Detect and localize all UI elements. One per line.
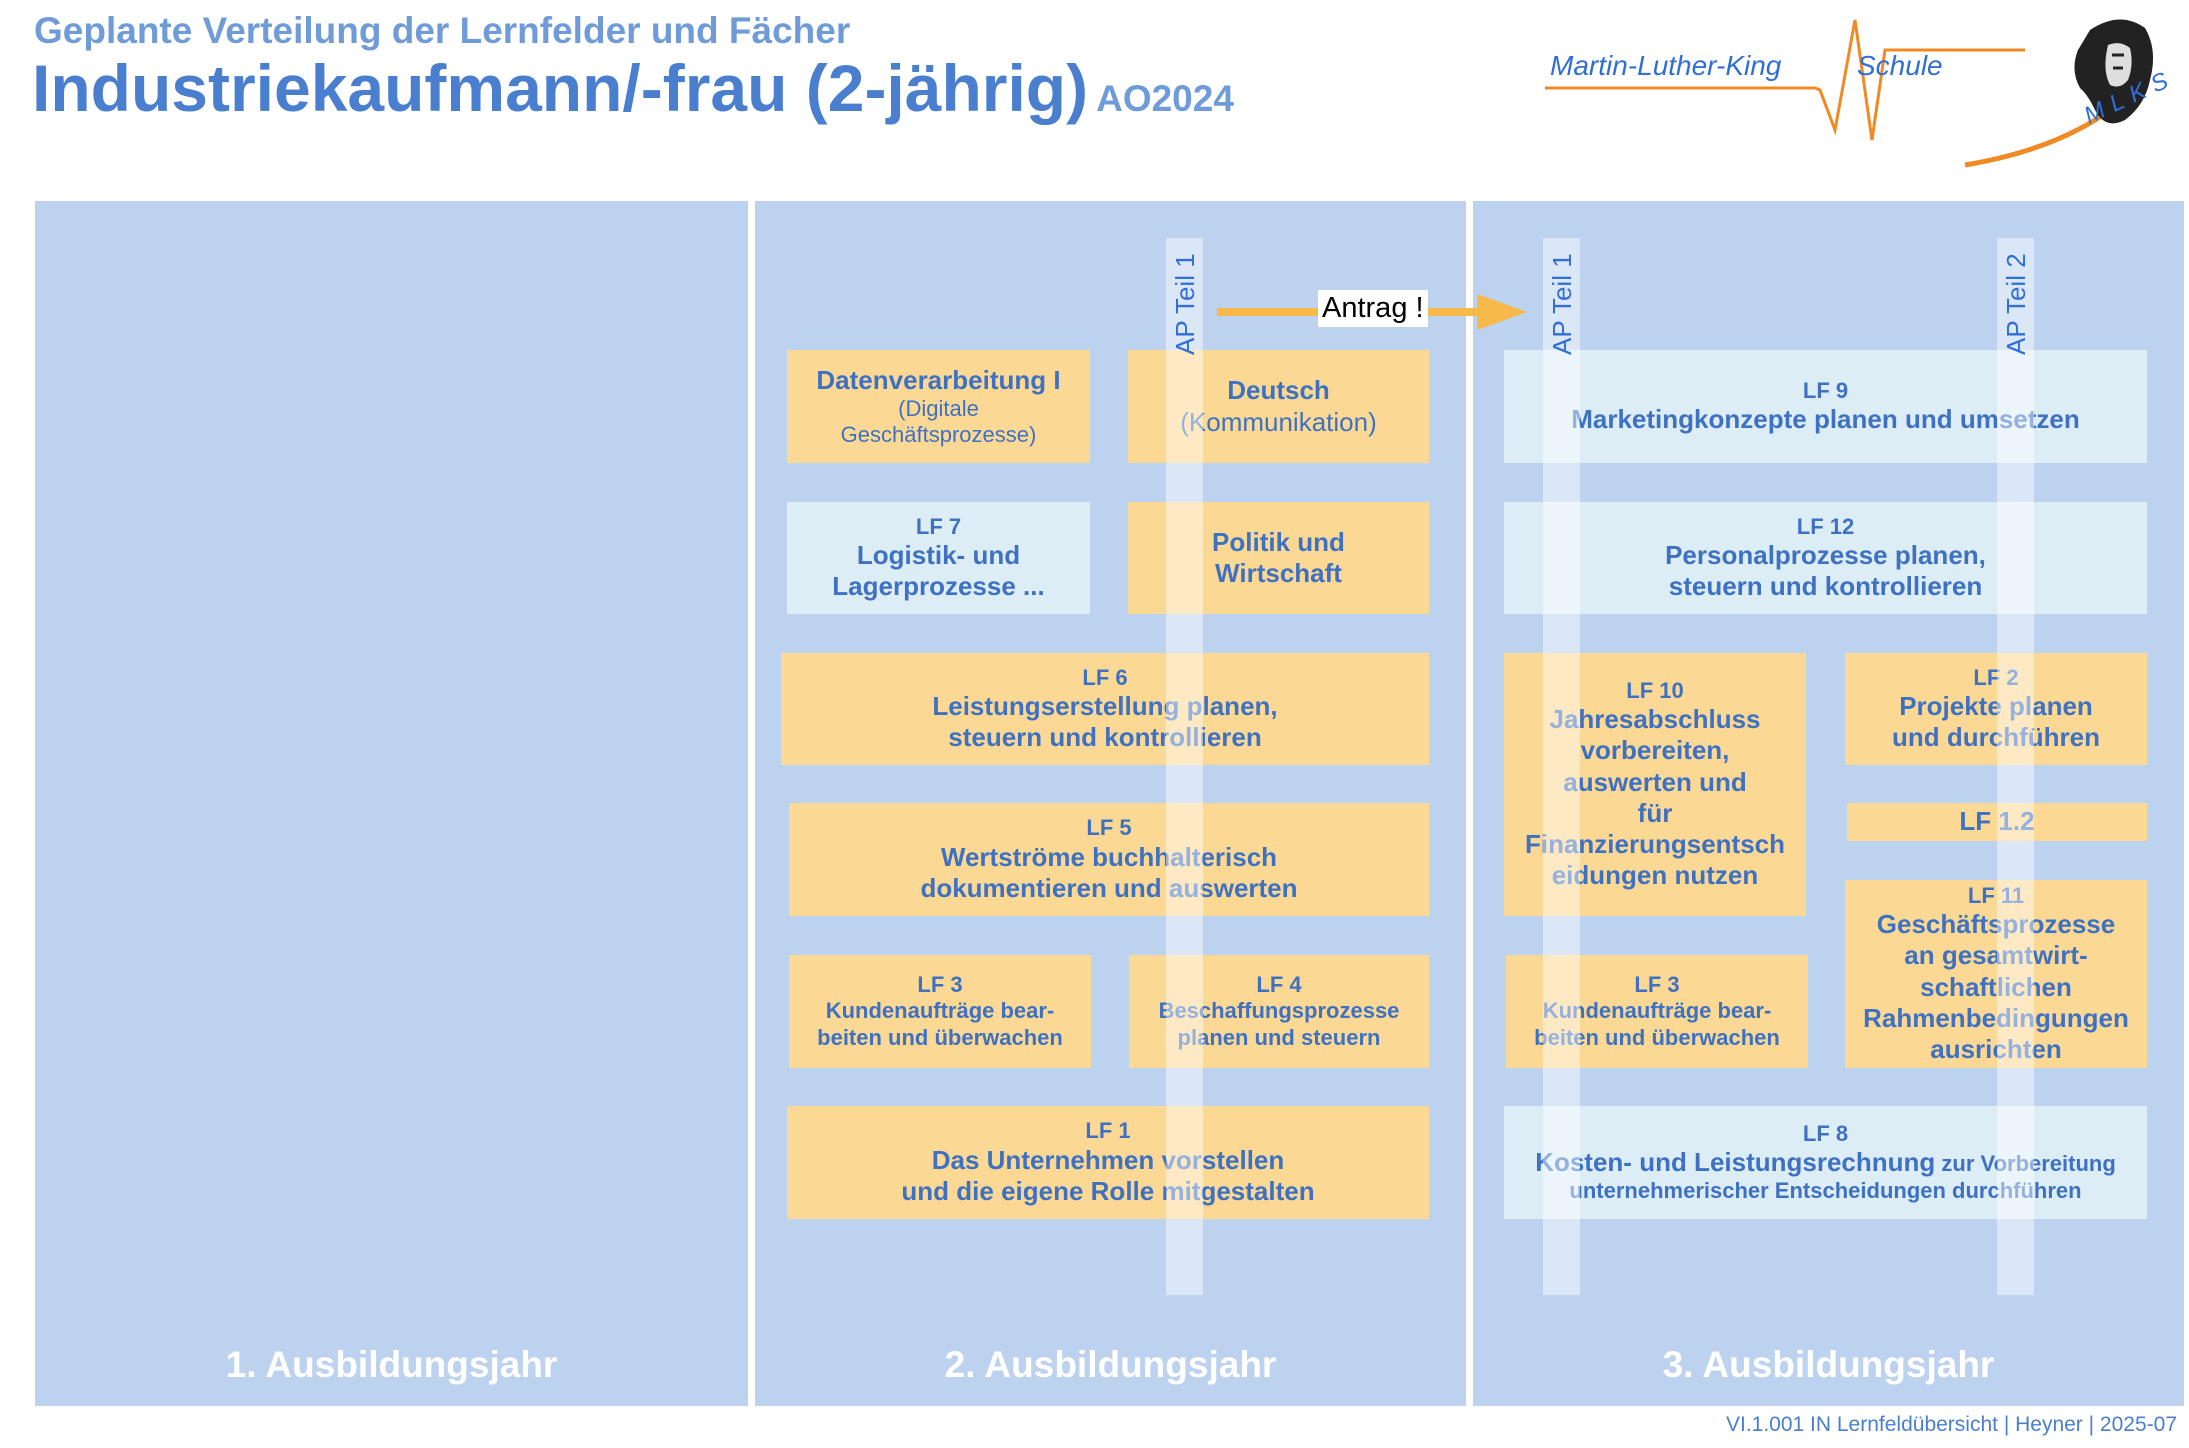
ao-version: AO2024 xyxy=(1096,78,1234,119)
box-line: Politik und xyxy=(1212,526,1345,557)
box-datenverarbeitung: Datenverarbeitung I (Digitale Geschäftsp… xyxy=(787,350,1090,463)
portrait-silhouette-icon xyxy=(2074,19,2154,124)
ap-teil2-strip-year3 xyxy=(1997,238,2034,1295)
logo-left-text: Martin-Luther-King xyxy=(1550,50,1782,81)
box-line: steuern und kontrollieren xyxy=(1668,571,1983,602)
ap-teil1-label: AP Teil 1 xyxy=(1170,253,1200,355)
lf-number: LF 6 xyxy=(1082,664,1128,690)
box-line: steuern und kontrollieren xyxy=(948,722,1262,753)
lf-number: LF 9 xyxy=(1802,377,1849,403)
box-line: Leistungserstellung planen, xyxy=(932,691,1278,721)
lf-number: LF 8 xyxy=(1802,1120,1849,1146)
box-lf3-year3: LF 3 Kundenaufträge bear- beiten und übe… xyxy=(1506,955,1808,1068)
box-line: und die eigene Rolle mitgestalten xyxy=(901,1175,1315,1206)
lf-number: LF 3 xyxy=(1634,971,1680,997)
antrag-label: Antrag ! xyxy=(1318,290,1428,327)
box-line: eidungen nutzen xyxy=(1551,860,1759,891)
ap-teil1-strip-year2 xyxy=(1166,238,1203,1295)
lf-number: LF 11 xyxy=(1967,882,2025,908)
lf-number: LF 1 xyxy=(1085,1118,1131,1144)
box-lf7: LF 7 Logistik- und Lagerprozesse ... xyxy=(787,502,1090,614)
box-line-sub: zur Vorbereitung xyxy=(1935,1150,2116,1176)
box-lf8: LF 8 Kosten- und Leistungsrechnung zur V… xyxy=(1504,1106,2147,1219)
ap-teil1-label: AP Teil 1 xyxy=(1547,253,1577,355)
lf-number: LF 1.2 xyxy=(1959,806,2035,837)
box-line-main: Kosten- und Leistungsrechnung xyxy=(1535,1146,1936,1177)
box-subtitle: Geschäftsprozesse) xyxy=(840,422,1037,448)
box-line: Rahmenbedingungen xyxy=(1863,1002,2129,1033)
box-line: Finanzierungsentsch xyxy=(1524,828,1786,859)
lf-number: LF 5 xyxy=(1086,815,1132,841)
box-lf5: LF 5 Wertströme buchhalterisch dokumenti… xyxy=(789,803,1429,916)
school-logo: Martin-Luther-King Schule MLKS xyxy=(1535,10,2185,170)
box-line: unternehmerischer Entscheidungen durchfü… xyxy=(1569,1178,2082,1204)
box-line: für xyxy=(1637,797,1673,828)
box-lf2: LF 2 Projekte planen und durchführen xyxy=(1845,653,2147,765)
box-line: Kosten- und Leistungsrechnung zur Vorber… xyxy=(1535,1147,2116,1178)
box-line: an gesamtwirt- xyxy=(1904,940,2088,971)
ap-teil2-label: AP Teil 2 xyxy=(2001,253,2031,355)
logo-right-text: Schule xyxy=(1857,50,1943,81)
lf-number: LF 7 xyxy=(915,513,962,539)
box-line: dokumentieren und auswerten xyxy=(920,872,1298,903)
box-line: Beschaffungsprozesse xyxy=(1158,998,1400,1024)
box-lf1: LF 1 Das Unternehmen vorstellen und die … xyxy=(787,1106,1429,1219)
box-subtitle: (Kommunikation) xyxy=(1180,406,1377,437)
box-line: Wertströme buchhalterisch xyxy=(940,841,1278,872)
box-lf4: LF 4 Beschaffungsprozesse planen und ste… xyxy=(1129,955,1429,1068)
box-line: Logistik- und xyxy=(856,540,1021,570)
box-lf1-2: LF 1.2 xyxy=(1847,803,2147,841)
lf-number: LF 10 xyxy=(1626,677,1684,703)
lf-number: LF 12 xyxy=(1796,513,1855,539)
ap-teil1-strip-year3 xyxy=(1543,238,1580,1295)
logo-pulse-line xyxy=(1545,19,2112,168)
page-title: Industriekaufmann/-frau (2-jährig)AO2024 xyxy=(32,50,1234,126)
box-line: Das Unternehmen vorstellen xyxy=(931,1144,1285,1175)
title-text: Industriekaufmann/-frau (2-jährig) xyxy=(32,51,1089,125)
lf-number: LF 4 xyxy=(1256,971,1302,997)
box-politik-wirtschaft: Politik und Wirtschaft xyxy=(1128,502,1429,614)
box-line: schaftlichen xyxy=(1920,971,2072,1002)
box-line: Marketingkonzepte planen und umsetzen xyxy=(1571,404,2080,435)
box-line: und durchführen xyxy=(1892,722,2100,753)
footer-text: VI.1.001 IN Lernfeldübersicht | Heyner |… xyxy=(1725,1413,2177,1436)
box-title: Deutsch xyxy=(1227,375,1330,406)
lf-number: LF 3 xyxy=(917,971,963,997)
box-subtitle: (Digitale xyxy=(898,395,979,421)
box-line: ausrichten xyxy=(1930,1033,2062,1064)
box-line: Lagerprozesse ... xyxy=(832,571,1045,602)
page-subtitle: Geplante Verteilung der Lernfelder und F… xyxy=(34,10,851,51)
column-label: 1. Ausbildungsjahr xyxy=(225,1344,558,1385)
box-line: beiten und überwachen xyxy=(1534,1024,1780,1050)
box-deutsch: Deutsch (Kommunikation) xyxy=(1128,350,1429,463)
box-line: Projekte planen xyxy=(1899,691,2093,721)
box-line: Jahresabschluss xyxy=(1549,704,1761,735)
column-label: 3. Ausbildungsjahr xyxy=(1662,1344,1995,1385)
box-line: planen und steuern xyxy=(1177,1024,1381,1050)
box-lf11: LF 11 Geschäftsprozesse an gesamtwirt- s… xyxy=(1845,880,2147,1068)
lf-number: LF 2 xyxy=(1973,664,2019,690)
box-line: auswerten und xyxy=(1563,766,1747,797)
box-line: Kundenaufträge bear- xyxy=(825,998,1055,1024)
box-lf6: LF 6 Leistungserstellung planen, steuern… xyxy=(781,653,1429,765)
box-line: Wirtschaft xyxy=(1215,558,1342,588)
box-lf10: LF 10 Jahresabschluss vorbereiten, auswe… xyxy=(1504,653,1806,916)
box-line: Kundenaufträge bear- xyxy=(1542,998,1772,1024)
box-line: vorbereiten, xyxy=(1580,735,1730,766)
column-year-1: 1. Ausbildungsjahr xyxy=(35,201,748,1406)
column-label: 2. Ausbildungsjahr xyxy=(944,1344,1277,1385)
box-line: beiten und überwachen xyxy=(817,1024,1063,1050)
box-lf3-year2: LF 3 Kundenaufträge bear- beiten und übe… xyxy=(789,955,1091,1068)
box-lf12: LF 12 Personalprozesse planen, steuern u… xyxy=(1504,502,2147,614)
box-line: Personalprozesse planen, xyxy=(1665,540,1986,570)
box-line: Geschäftsprozesse xyxy=(1876,909,2116,940)
box-title: Datenverarbeitung I xyxy=(816,364,1061,395)
box-lf9: LF 9 Marketingkonzepte planen und umsetz… xyxy=(1504,350,2147,463)
